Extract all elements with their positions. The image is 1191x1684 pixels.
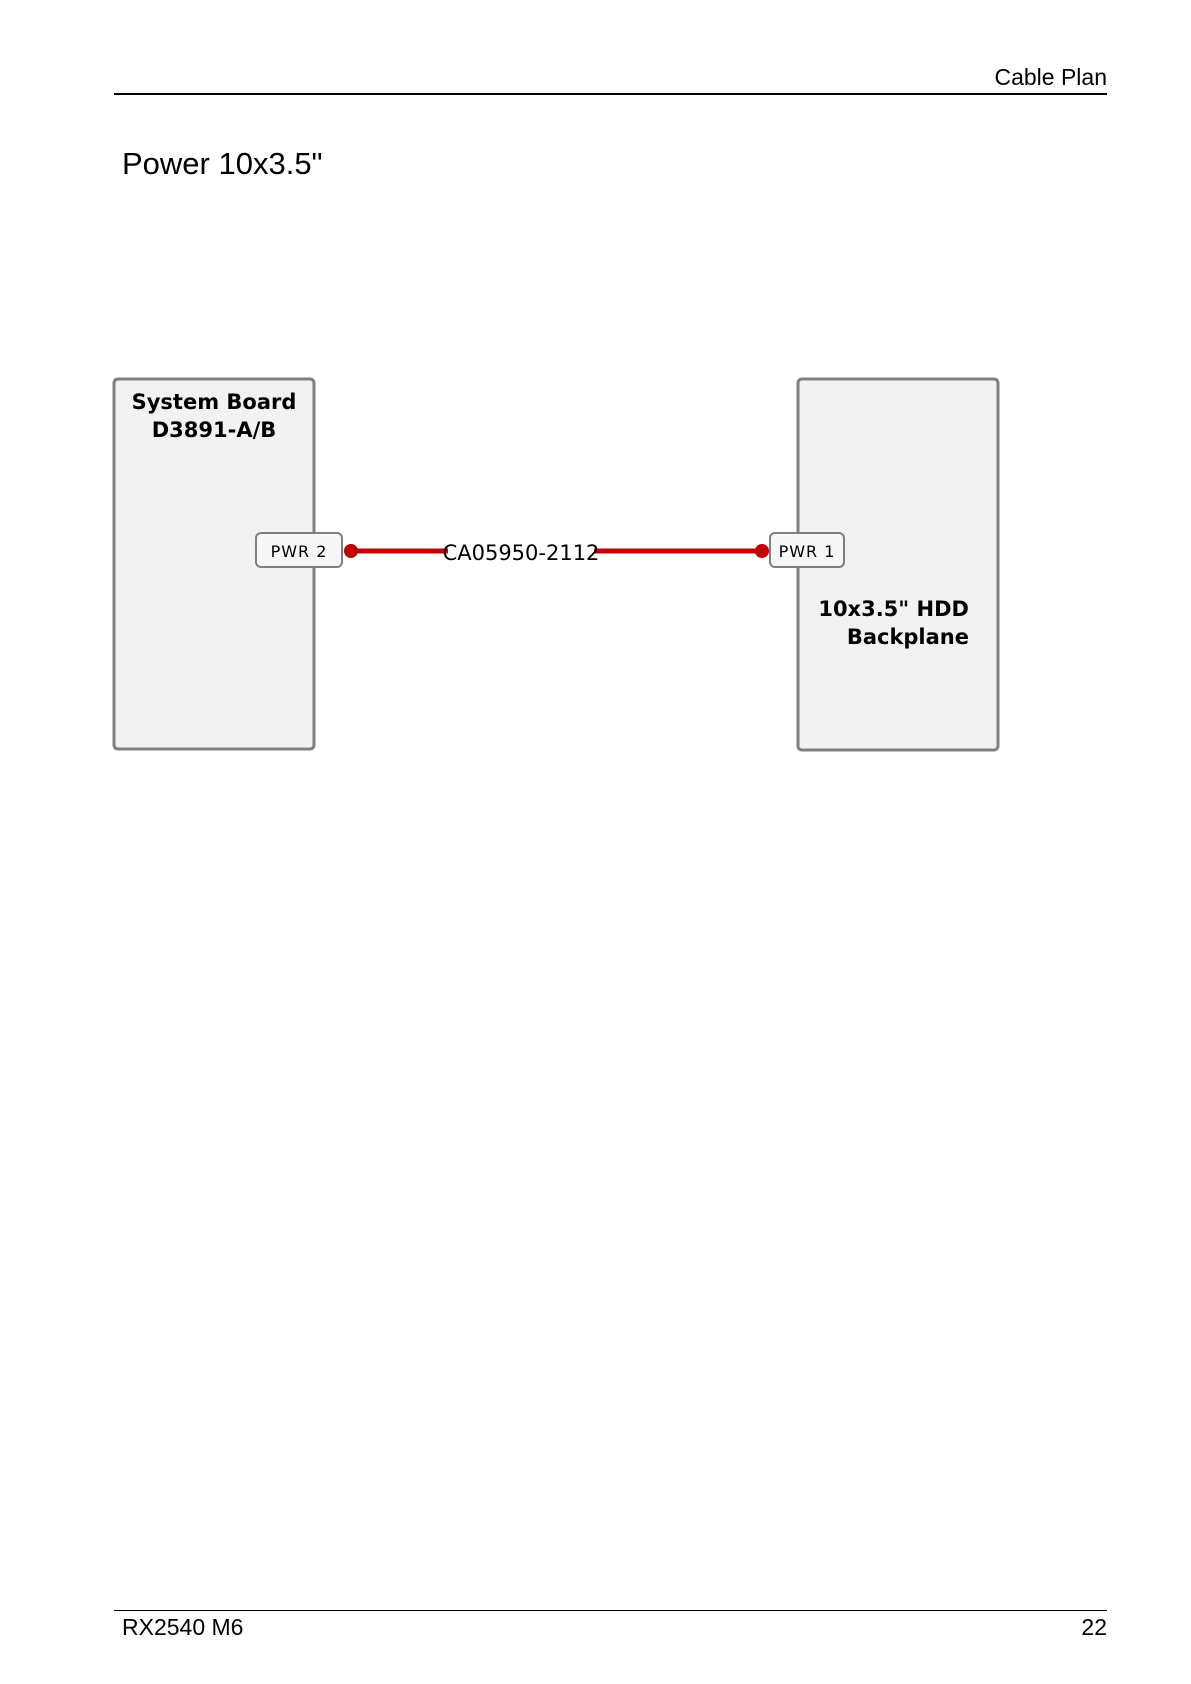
cable-end-left [344,544,358,558]
cable-label: CA05950-2112 [443,541,600,565]
footer-page-number: 22 [1081,1614,1107,1641]
hdd-backplane-name: 10x3.5" HDD [818,597,969,621]
connector-pwr1-label: PWR 1 [779,542,836,561]
cable-end-right [755,544,769,558]
system-board-name: System Board [132,390,297,414]
footer-model: RX2540 M6 [122,1614,243,1641]
footer-rule [114,1610,1107,1611]
hdd-backplane-type: Backplane [847,625,969,649]
connector-pwr2-label: PWR 2 [271,542,328,561]
system-board-model: D3891-A/B [152,418,277,442]
